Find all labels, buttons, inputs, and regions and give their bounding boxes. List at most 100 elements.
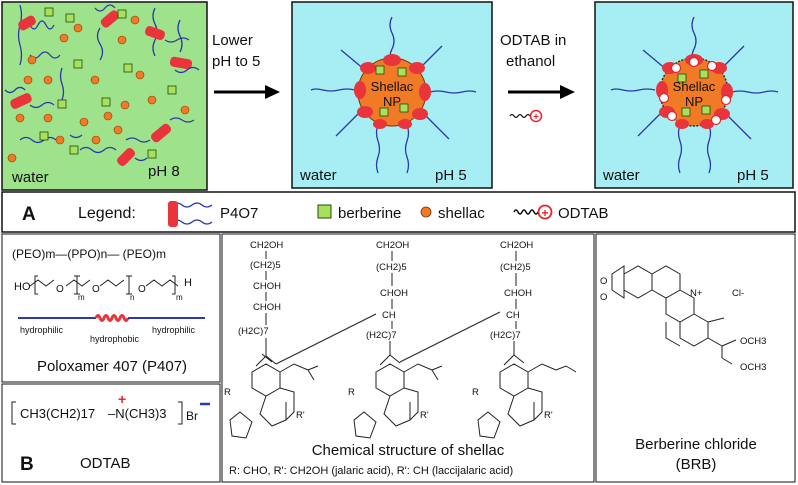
plus-charge-icon: + <box>118 391 126 407</box>
p407-legend-icon <box>168 201 213 227</box>
p407-chain <box>17 4 55 66</box>
step2-line1: ODTAB in <box>500 32 566 49</box>
odtab-formula-part2: –N(CH3)3 <box>108 406 167 421</box>
shellac-legend-icon <box>420 206 432 218</box>
svg-text:CHOH: CHOH <box>504 288 532 299</box>
svg-text:(CH2)5: (CH2)5 <box>250 260 281 271</box>
svg-text:CHOH: CHOH <box>253 281 281 292</box>
legend-title: Legend: <box>78 205 136 222</box>
box3-water-label: water <box>602 167 640 184</box>
svg-text:m: m <box>176 293 183 302</box>
berberine-squares <box>39 7 177 159</box>
odtab-formula-part1: CH3(CH2)17 <box>20 406 95 421</box>
box2-water-label: water <box>299 167 337 184</box>
svg-text:O: O <box>92 284 100 295</box>
svg-text:R: R <box>472 387 479 398</box>
svg-text:R: R <box>348 387 355 398</box>
odtab-legend-icon: + <box>513 204 553 220</box>
box3-ph-label: pH 5 <box>737 167 769 184</box>
och3-label-2: OCH3 <box>740 362 766 373</box>
berberine-box <box>595 233 796 483</box>
svg-text:(H2C)7: (H2C)7 <box>366 330 397 341</box>
panel-b: (PEO)m—(PPO)n— (PEO)m HO O O O H m n m h… <box>1 233 796 483</box>
svg-text:CHOH: CHOH <box>380 288 408 299</box>
hydrophilic-left-label: hydrophilic <box>20 325 64 335</box>
shellac-dots <box>7 15 190 163</box>
shellac-np-with-p407-odtab <box>610 16 779 174</box>
svg-text:H: H <box>184 277 192 289</box>
svg-text:CH2OH: CH2OH <box>250 240 283 251</box>
svg-text:m: m <box>78 293 85 302</box>
shellac-note: R: CHO, R': CH2OH (jalaric acid), R': CH… <box>229 465 513 477</box>
svg-text:CHOH: CHOH <box>253 302 281 313</box>
svg-text:O: O <box>600 276 607 287</box>
berberine-legend-icon <box>317 204 332 219</box>
p407-chain <box>94 4 120 61</box>
svg-text:(H2C)7: (H2C)7 <box>490 330 521 341</box>
np-label-line2: NP <box>383 94 401 109</box>
svg-text:CH: CH <box>382 310 396 321</box>
p407-chain <box>169 19 200 74</box>
svg-text:O: O <box>600 292 607 303</box>
box-water-ph8 <box>1 1 208 191</box>
chloride-label: Cl- <box>732 288 744 299</box>
legend-odtab-label: ODTAB <box>558 205 609 222</box>
odtab-caption: ODTAB <box>80 455 131 472</box>
svg-text:CH2OH: CH2OH <box>376 240 409 251</box>
svg-text:(CH2)5: (CH2)5 <box>500 262 531 273</box>
hydrophobic-label: hydrophobic <box>90 334 140 344</box>
p407-chain <box>19 134 83 144</box>
och3-label-1: OCH3 <box>740 336 766 347</box>
p407-chain <box>125 117 195 143</box>
svg-text:CH2OH: CH2OH <box>500 240 533 251</box>
arrow-right-icon <box>214 85 280 99</box>
p407-chain <box>145 7 190 57</box>
poloxamer-block-diagram <box>18 314 205 322</box>
odtab-molecule-icon: + <box>509 109 543 123</box>
svg-text:R': R' <box>296 410 305 421</box>
poloxamer-chain-structure: HO O O O H m n m <box>14 275 192 302</box>
panel-b-letter: B <box>20 454 34 475</box>
berberine-structure: O O N+ Cl- OCH3 OCH3 <box>600 265 766 373</box>
svg-text:CH: CH <box>506 310 520 321</box>
berberine-caption-line1: Berberine chloride <box>635 436 757 453</box>
np-label-line1: Shellac <box>371 79 414 94</box>
box1-ph-label: pH 8 <box>148 163 180 180</box>
step1-line2: pH to 5 <box>212 53 260 70</box>
svg-text:n: n <box>130 293 134 302</box>
shellac-np-with-p407 <box>310 16 477 174</box>
box2-ph-label: pH 5 <box>435 167 467 184</box>
legend-shellac-label: shellac <box>438 205 485 222</box>
shellac-structure: CH2OH (CH2)5 CHOH CHOH (H2C)7 CH2OH (CH2… <box>224 240 577 439</box>
np-label-line2: NP <box>685 94 703 109</box>
np-label-line1: Shellac <box>673 79 716 94</box>
p407-chain <box>79 146 148 166</box>
panel-a-letter: A <box>22 204 36 225</box>
berberine-caption-line2: (BRB) <box>676 456 717 473</box>
poloxamer-block-formula: (PEO)m—(PPO)n— (PEO)m <box>12 247 166 261</box>
legend-box <box>1 191 796 233</box>
svg-text:O: O <box>138 284 146 295</box>
svg-text:+: + <box>541 206 548 220</box>
poloxamer-caption: Poloxamer 407 (P407) <box>37 358 187 375</box>
step2-line2: ethanol <box>506 53 555 70</box>
svg-text:R: R <box>224 387 231 398</box>
odtab-formula: CH3(CH2)17 –N(CH3)3 + Br <box>11 391 210 425</box>
svg-text:+: + <box>533 112 539 123</box>
n-plus-label: N+ <box>690 288 703 299</box>
svg-text:HO: HO <box>14 281 31 293</box>
step1-line1: Lower <box>212 32 253 49</box>
legend-berberine-label: berberine <box>338 205 401 222</box>
svg-text:(CH2)5: (CH2)5 <box>376 262 407 273</box>
p407-chain <box>4 86 55 109</box>
box1-particles <box>4 4 200 166</box>
arrow-right-icon <box>508 85 575 99</box>
svg-text:R': R' <box>420 410 429 421</box>
shellac-caption: Chemical structure of shellac <box>312 442 505 459</box>
box1-water-label: water <box>11 169 49 186</box>
svg-text:(H2C)7: (H2C)7 <box>238 326 269 337</box>
hydrophilic-right-label: hydrophilic <box>152 325 196 335</box>
legend-p407-label: P4O7 <box>220 205 258 222</box>
odtab-counterion: Br <box>186 409 198 423</box>
